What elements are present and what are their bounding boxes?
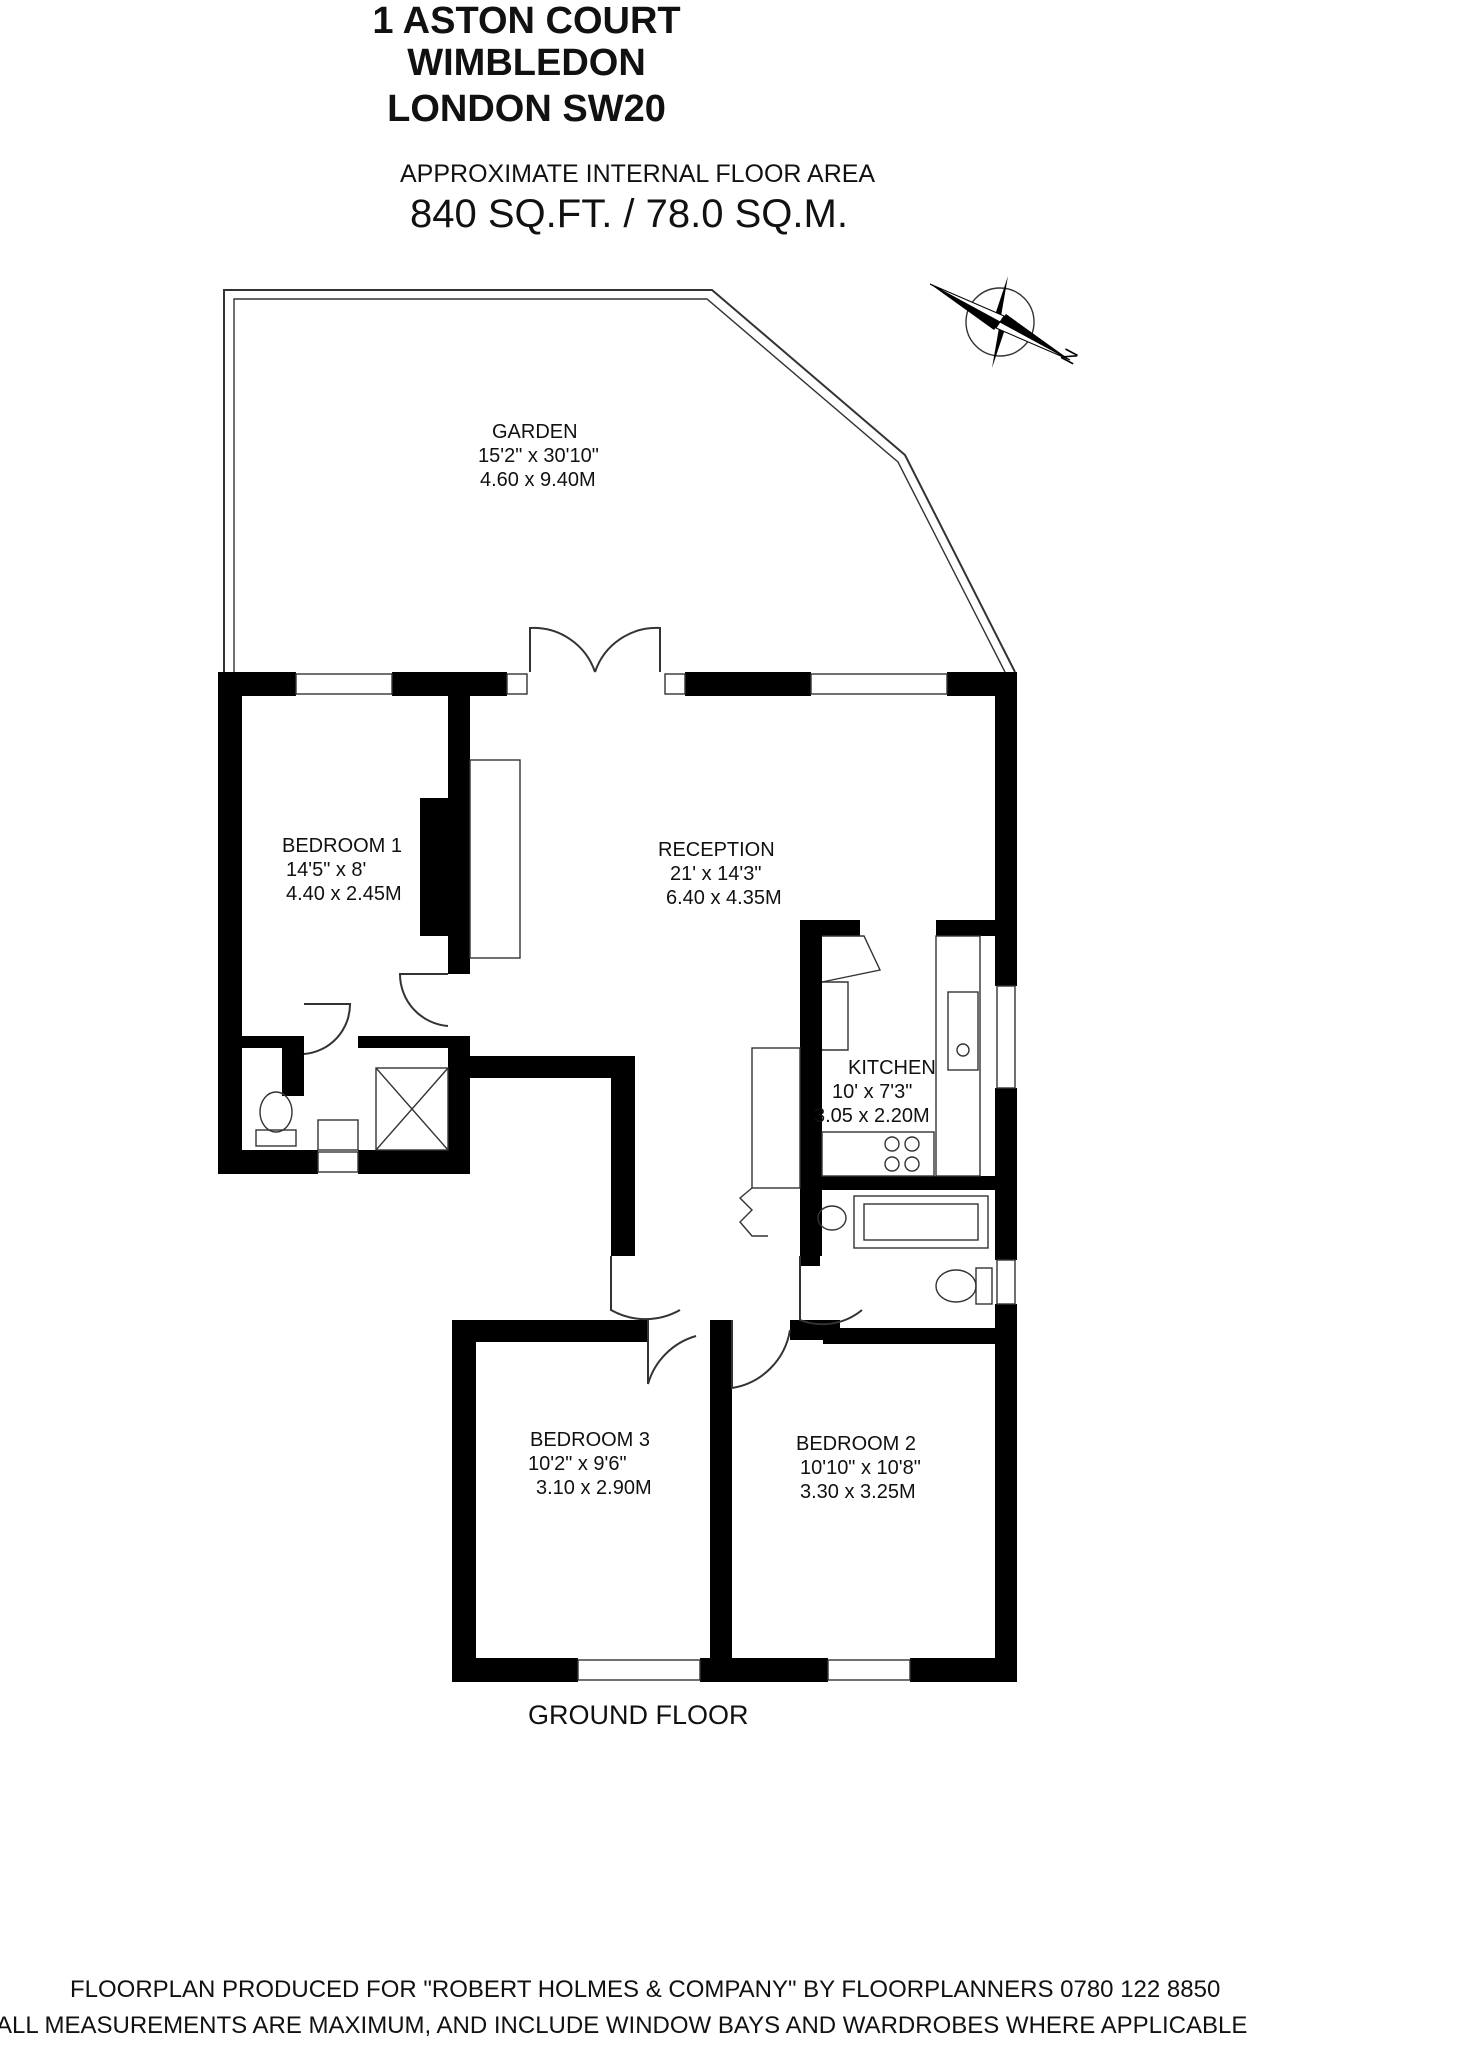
property-address-line1: 1 ASTON COURT — [372, 0, 681, 42]
doors — [303, 626, 863, 1390]
reception-metric: 6.40 x 4.35M — [666, 887, 782, 909]
bedroom1-name: BEDROOM 1 — [282, 835, 403, 857]
bedroom1-metric: 4.40 x 2.45M — [286, 883, 402, 905]
property-address-line3: LONDON SW20 — [387, 88, 666, 130]
bedroom2-metric: 3.30 x 3.25M — [800, 1481, 916, 1503]
floor-level-label: GROUND FLOOR — [528, 1700, 749, 1730]
garden-name: GARDEN — [492, 421, 578, 443]
garden-metric: 4.60 x 9.40M — [480, 469, 596, 491]
kitchen-metric: 3.05 x 2.20M — [814, 1105, 930, 1127]
bedroom1-imperial: 14'5" x 8' — [286, 859, 367, 881]
bedroom3-metric: 3.10 x 2.90M — [536, 1477, 652, 1499]
kitchen-imperial: 10' x 7'3" — [832, 1081, 913, 1103]
garden-imperial: 15'2" x 30'10" — [478, 445, 599, 467]
compass-rose-icon — [929, 276, 1071, 368]
bedroom3-name: BEDROOM 3 — [530, 1429, 651, 1451]
bedroom2-label: BEDROOM 2 10'10" x 10'8" 3.30 x 3.25M — [796, 1432, 921, 1504]
fixtures — [255, 759, 993, 1305]
garden-boundary — [223, 289, 1016, 673]
bedroom2-name: BEDROOM 2 — [796, 1433, 917, 1455]
exterior-walls — [218, 672, 1017, 1682]
property-address-line2: WIMBLEDON — [407, 42, 646, 84]
bedroom1-label: BEDROOM 1 14'5" x 8' 4.40 x 2.45M — [282, 834, 402, 906]
bedroom2-imperial: 10'10" x 10'8" — [800, 1457, 921, 1479]
compass-north-label: N — [1057, 345, 1083, 368]
reception-label: RECEPTION 21' x 14'3" 6.40 x 4.35M — [658, 838, 782, 910]
kitchen-label: KITCHEN 10' x 7'3" 3.05 x 2.20M — [814, 1056, 936, 1128]
bedroom3-imperial: 10'2" x 9'6" — [528, 1453, 627, 1475]
floor-area-value: 840 SQ.FT. / 78.0 SQ.M. — [410, 192, 848, 236]
bedroom3-label: BEDROOM 3 10'2" x 9'6" 3.10 x 2.90M — [528, 1428, 652, 1500]
garden-label: GARDEN 15'2" x 30'10" 4.60 x 9.40M — [478, 420, 599, 492]
floor-area-label: APPROXIMATE INTERNAL FLOOR AREA — [400, 160, 876, 188]
kitchen-name: KITCHEN — [848, 1057, 936, 1079]
windows — [295, 673, 1016, 1681]
reception-name: RECEPTION — [658, 839, 775, 861]
footer-disclaimer: ALL MEASUREMENTS ARE MAXIMUM, AND INCLUD… — [0, 2012, 1248, 2039]
reception-imperial: 21' x 14'3" — [670, 863, 762, 885]
footer-credit: FLOORPLAN PRODUCED FOR "ROBERT HOLMES & … — [70, 1976, 1221, 2003]
